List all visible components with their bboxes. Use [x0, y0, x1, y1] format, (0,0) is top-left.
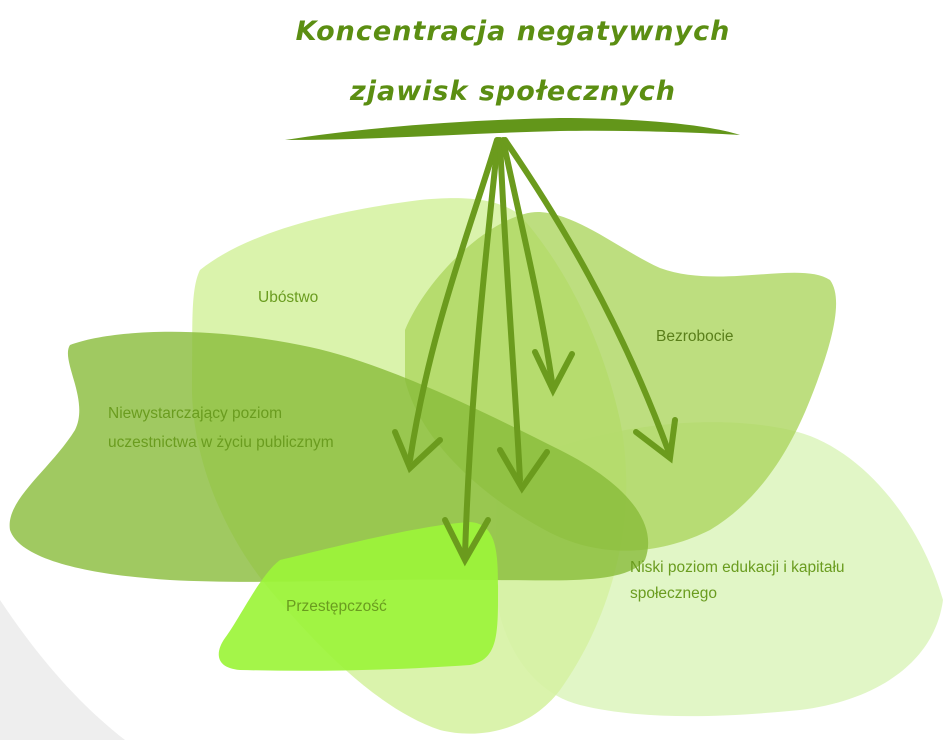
arrow-to-participation [407, 137, 500, 463]
background-corner-shape [0, 600, 125, 740]
arrowhead-crime [442, 517, 491, 567]
title-line-2: zjawisk społecznych [349, 76, 676, 107]
arrowhead-participation [392, 429, 443, 474]
label-education-1: Niski poziom edukacji i kapitału [630, 559, 845, 576]
arrow-to-crime [462, 137, 501, 558]
label-crime: Przestępczość [286, 598, 387, 615]
arrow-to-bezrobocie [502, 137, 671, 453]
label-participation-2: uczestnictwa w życiu publicznym [108, 434, 334, 451]
arrows-group [392, 137, 678, 567]
title-bar-stroke [285, 118, 740, 140]
title-line-1: Koncentracja negatywnych [296, 16, 731, 47]
arrowhead-education [497, 447, 550, 494]
crime-area [218, 522, 499, 671]
label-education-2: społecznego [630, 585, 717, 602]
label-participation-1: Niewystarczający poziom [108, 405, 282, 422]
arrow-to-bezrobocie-mid [500, 137, 555, 385]
arrowhead-bezrobocie [633, 417, 678, 464]
arrow-to-education [497, 137, 523, 483]
label-ubostwo: Ubóstwo [258, 289, 318, 306]
arrowhead-bezrobocie-mid [532, 349, 575, 397]
label-bezrobocie: Bezrobocie [656, 328, 734, 345]
